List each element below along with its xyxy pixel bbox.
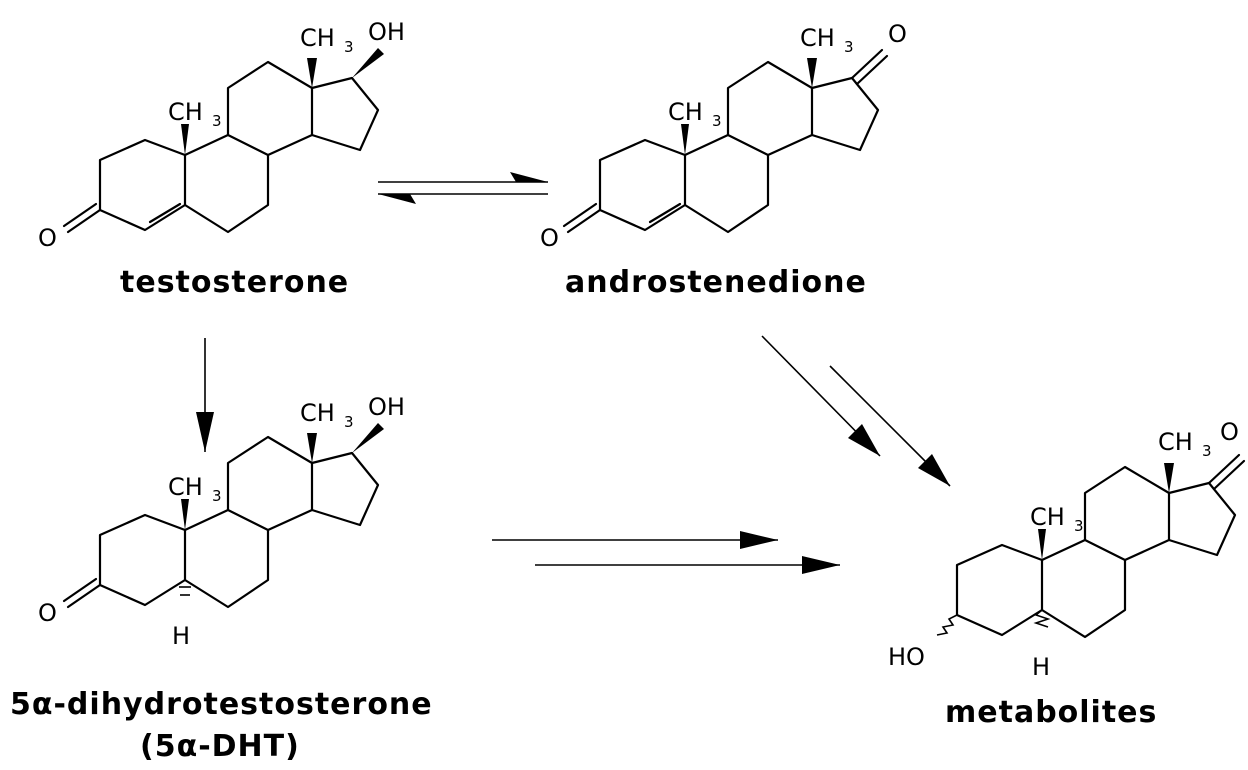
testosterone-structure (62, 48, 384, 234)
metabolites-ch3-c-sub: 3 (1202, 442, 1212, 460)
equilibrium-arrows (378, 172, 548, 204)
testosterone-ch3-c: CH (300, 24, 335, 52)
metabolites-ch3-a: CH (1030, 503, 1065, 531)
metabolites-hydrogen: H (1032, 653, 1050, 681)
metabolism-arrows-horizontal (492, 531, 840, 574)
metabolites-hydroxyl: HO (888, 643, 925, 671)
dht-structure (62, 423, 384, 609)
reduction-arrow (196, 338, 214, 452)
testosterone-ch3-a: CH (168, 98, 203, 126)
dht-hydrogen: H (172, 622, 190, 650)
metabolism-arrows-diagonal (761, 335, 951, 487)
dht-ch3-c-sub: 3 (344, 413, 354, 431)
testosterone-ch3-c-sub: 3 (344, 38, 354, 56)
androstenedione-oxygen-17: O (888, 20, 907, 48)
dht-ch3-c: CH (300, 399, 335, 427)
androstenedione-ch3-a-sub: 3 (712, 112, 722, 130)
androstenedione-ch3-a: CH (668, 98, 703, 126)
androstenedione-label: androstenedione (565, 265, 867, 300)
dht-ch3-a-sub: 3 (212, 487, 222, 505)
testosterone-oxygen: O (38, 224, 57, 252)
metabolites-oxygen-17: O (1220, 418, 1239, 446)
metabolites-ch3-c: CH (1158, 428, 1193, 456)
androstenedione-ch3-c-sub: 3 (844, 38, 854, 56)
testosterone-label: testosterone (120, 265, 349, 300)
dht-label: 5α-dihydrotestosterone (10, 687, 433, 722)
androstenedione-ch3-c: CH (800, 24, 835, 52)
dht-hydroxyl: OH (368, 393, 405, 421)
androstenedione-structure (562, 48, 889, 234)
dht-ch3-a: CH (168, 473, 203, 501)
metabolites-structure (936, 453, 1246, 639)
androstenedione-oxygen-3: O (540, 224, 559, 252)
testosterone-hydroxyl: OH (368, 18, 405, 46)
metabolites-ch3-a-sub: 3 (1074, 517, 1084, 535)
dht-abbr-label: (5α-DHT) (140, 729, 300, 764)
dht-oxygen: O (38, 599, 57, 627)
metabolites-label: metabolites (945, 695, 1157, 730)
testosterone-ch3-a-sub: 3 (212, 112, 222, 130)
